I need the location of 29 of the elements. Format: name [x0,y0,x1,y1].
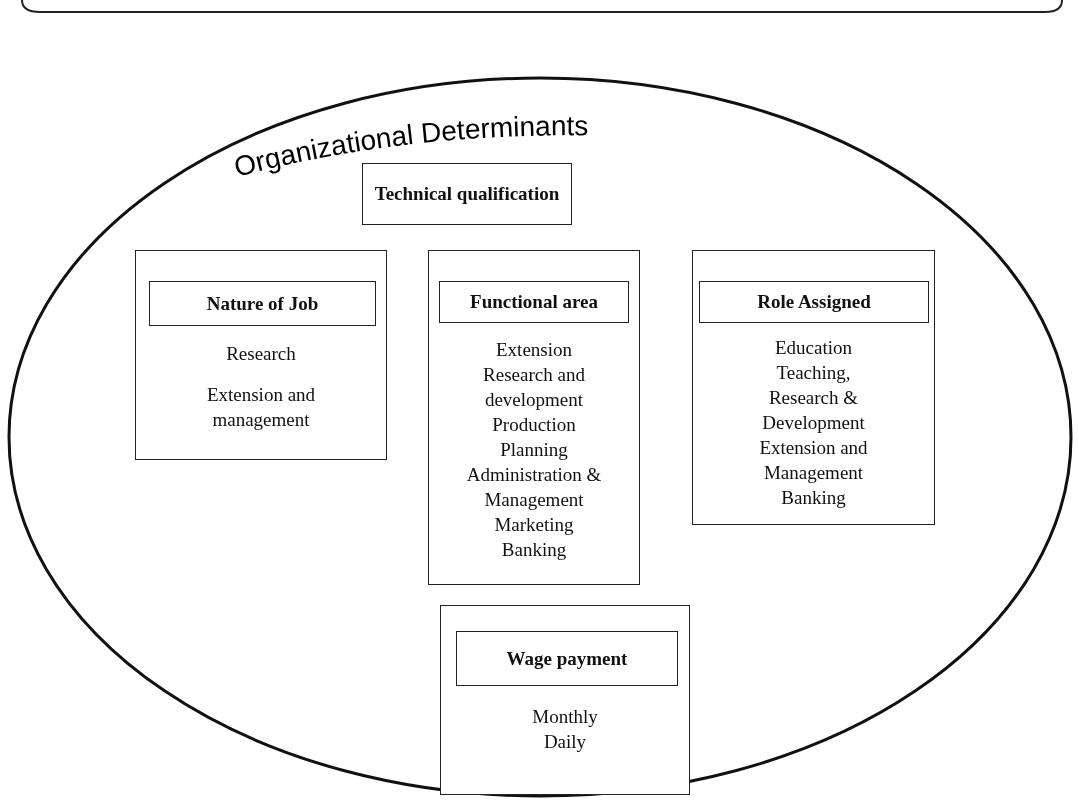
category-panel [135,250,387,460]
list-item: Extension and Management [758,436,869,485]
header-box [456,631,678,686]
list-item: Production [491,413,577,437]
header-box [699,281,929,323]
ellipse-frame [5,75,1075,799]
heading-text: Technical qualification [374,183,560,205]
list-item: Education [774,336,853,360]
header-box [439,281,629,323]
list-item: Daily [542,730,588,754]
category-panel [428,250,640,585]
list-item: Marketing [493,513,575,537]
list-item: Banking [780,486,847,510]
list-item: Extension [495,338,573,362]
header-box [149,281,376,326]
heading-text: Nature of Job [206,292,319,315]
list-item: Research [225,342,297,366]
heading-text: Functional area [470,291,598,313]
category-panel [692,250,935,525]
list-item: Research and development [482,363,586,412]
list-item: Administration & Management [465,463,603,512]
list-item: Extension and management [205,383,317,432]
list-item: Planning [499,438,569,462]
list-item: Teaching, Research & Development [761,361,866,435]
heading-text: Wage payment [506,647,628,670]
heading-text: Role Assigned [757,291,871,313]
category-panel [440,605,690,795]
list-item: Banking [500,538,568,562]
list-item: Monthly [531,705,599,729]
